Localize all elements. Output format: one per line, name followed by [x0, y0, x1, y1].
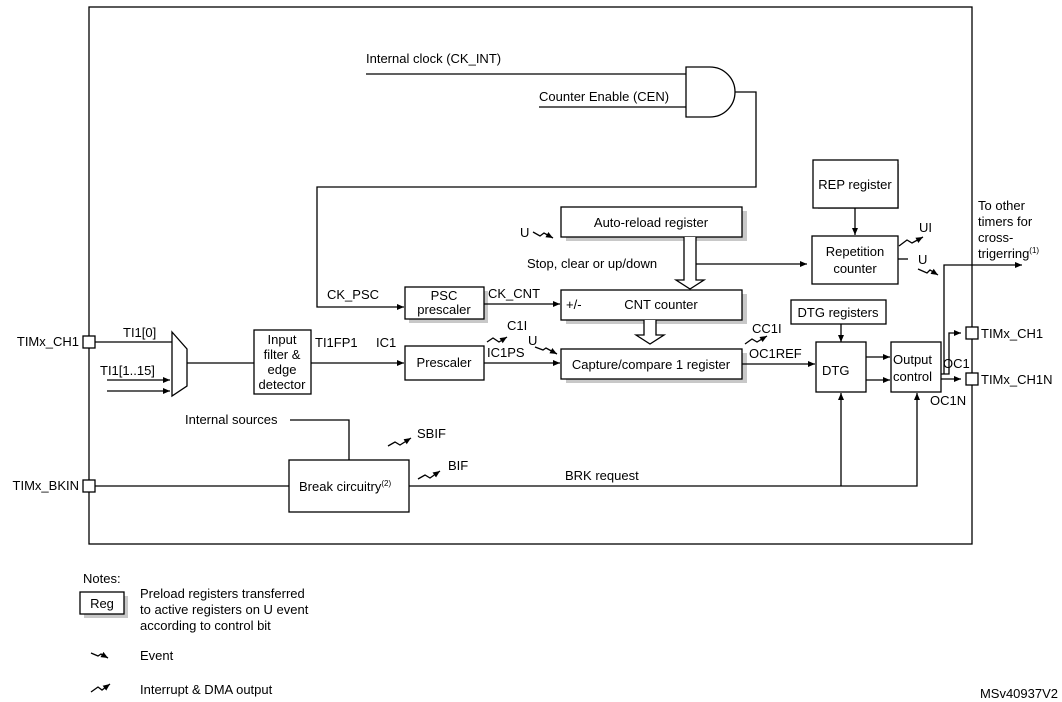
internal-clock-label: Internal clock (CK_INT) — [366, 51, 501, 66]
cross-trigger-label-2: timers for — [978, 214, 1033, 229]
dtg-registers — [790, 299, 887, 325]
timx-bkin-pin — [82, 479, 96, 493]
reg-desc-3: according to control bit — [140, 618, 271, 633]
filter-label-1: Input — [268, 332, 297, 347]
filter-label-2: filter & — [264, 347, 301, 362]
cross-trigger-label-3: cross- — [978, 230, 1013, 245]
ti1-1-15-label: TI1[1..15] — [100, 363, 155, 378]
timx-ch1-pin — [82, 335, 96, 349]
prescaler — [404, 345, 485, 381]
interrupt-icon — [898, 236, 924, 247]
interrupt-icon — [417, 470, 441, 480]
repetition-label-2: counter — [833, 261, 877, 276]
internal-sources-label: Internal sources — [185, 412, 278, 427]
rep-register — [812, 159, 899, 209]
prescaler-label: Prescaler — [417, 355, 473, 370]
brk-request-line — [409, 393, 920, 487]
capture-compare-label: Capture/compare 1 register — [572, 357, 731, 372]
timer-boundary — [88, 6, 973, 545]
cc1i-label: CC1I — [752, 321, 782, 336]
filter-label-3: edge — [268, 362, 297, 377]
and-gate — [685, 66, 736, 118]
rep-u-label: U — [918, 252, 927, 267]
ui-label: UI — [919, 220, 932, 235]
interrupt-icon — [486, 336, 508, 344]
arr-u-label: U — [520, 225, 529, 240]
break-circuitry — [288, 459, 410, 513]
ck-psc-label: CK_PSC — [327, 287, 379, 302]
event-icon — [917, 268, 939, 276]
cnt-counter — [560, 289, 743, 321]
dtg — [815, 341, 867, 393]
interrupt-legend-icon — [90, 683, 111, 693]
capture-compare-register — [560, 348, 743, 380]
cnt-counter-label: CNT counter — [624, 297, 698, 312]
stop-clear-label: Stop, clear or up/down — [527, 256, 657, 271]
cross-trigger-label-1: To other — [978, 198, 1026, 213]
event-icon — [532, 231, 554, 239]
cc-u-label: U — [528, 333, 537, 348]
ic1-label: IC1 — [376, 335, 396, 350]
figure-id: MSv40937V2 — [980, 686, 1058, 701]
bif-label: BIF — [448, 458, 468, 473]
timx-ch1n-out-pin — [965, 372, 979, 386]
repetition-label-1: Repetition — [826, 244, 885, 259]
break-circuitry-label: Break circuitry(2) — [299, 479, 391, 494]
timx-ch1-label: TIMx_CH1 — [17, 334, 79, 349]
event-icon — [534, 346, 558, 355]
notes-title: Notes: — [83, 571, 121, 586]
reg-legend-box — [79, 591, 125, 615]
sbif-label: SBIF — [417, 426, 446, 441]
reg-legend-label: Reg — [90, 596, 114, 611]
input-filter — [253, 329, 312, 395]
event-legend-icon — [90, 651, 109, 659]
oc1ref-label: OC1REF — [749, 346, 802, 361]
filter-label-4: detector — [259, 377, 307, 392]
cross-trigger-label-4: trigerring(1) — [978, 246, 1039, 261]
input-mux — [171, 330, 188, 398]
reg-desc-2: to active registers on U event — [140, 602, 309, 617]
auto-reload-register — [560, 206, 743, 238]
oc1n-label: OC1N — [930, 393, 966, 408]
cnt-to-cc-arrow — [633, 320, 667, 345]
c1i-label: C1I — [507, 318, 527, 333]
oc1-line — [941, 330, 961, 375]
timx-ch1-out-pin — [965, 326, 979, 340]
counter-enable-label: Counter Enable (CEN) — [539, 89, 669, 104]
psc-label-1: PSC — [431, 288, 458, 303]
output-control — [890, 341, 942, 393]
psc-label-2: prescaler — [417, 302, 471, 317]
cnt-sign-label: +/- — [566, 297, 582, 312]
timx-ch1n-out-label: TIMx_CH1N — [981, 372, 1053, 387]
output-control-label-2: control — [893, 369, 932, 384]
timx-bkin-label: TIMx_BKIN — [13, 478, 79, 493]
interrupt-legend-label: Interrupt & DMA output — [140, 682, 273, 697]
auto-reload-label: Auto-reload register — [594, 215, 709, 230]
ck-cnt-label: CK_CNT — [488, 286, 540, 301]
arr-to-cnt-arrow — [673, 237, 707, 290]
ic1ps-label: IC1PS — [487, 345, 525, 360]
reg-desc-1: Preload registers transferred — [140, 586, 305, 601]
cross-trigger-line — [943, 262, 1022, 374]
ti1-0-label: TI1[0] — [123, 325, 156, 340]
dtg-label: DTG — [822, 363, 849, 378]
interrupt-icon — [387, 437, 412, 447]
repetition-counter — [811, 235, 899, 285]
ck-psc-line — [316, 91, 757, 310]
internal-sources-line — [290, 419, 350, 460]
ti1fp1-label: TI1FP1 — [315, 335, 358, 350]
interrupt-icon — [744, 335, 768, 345]
oc1-label: OC1 — [943, 356, 970, 371]
brk-request-label: BRK request — [565, 468, 639, 483]
psc-prescaler — [404, 286, 485, 320]
event-legend-label: Event — [140, 648, 174, 663]
dtg-registers-label: DTG registers — [798, 305, 879, 320]
rep-register-label: REP register — [818, 177, 892, 192]
timx-ch1-out-label: TIMx_CH1 — [981, 326, 1043, 341]
output-control-label-1: Output — [893, 352, 932, 367]
